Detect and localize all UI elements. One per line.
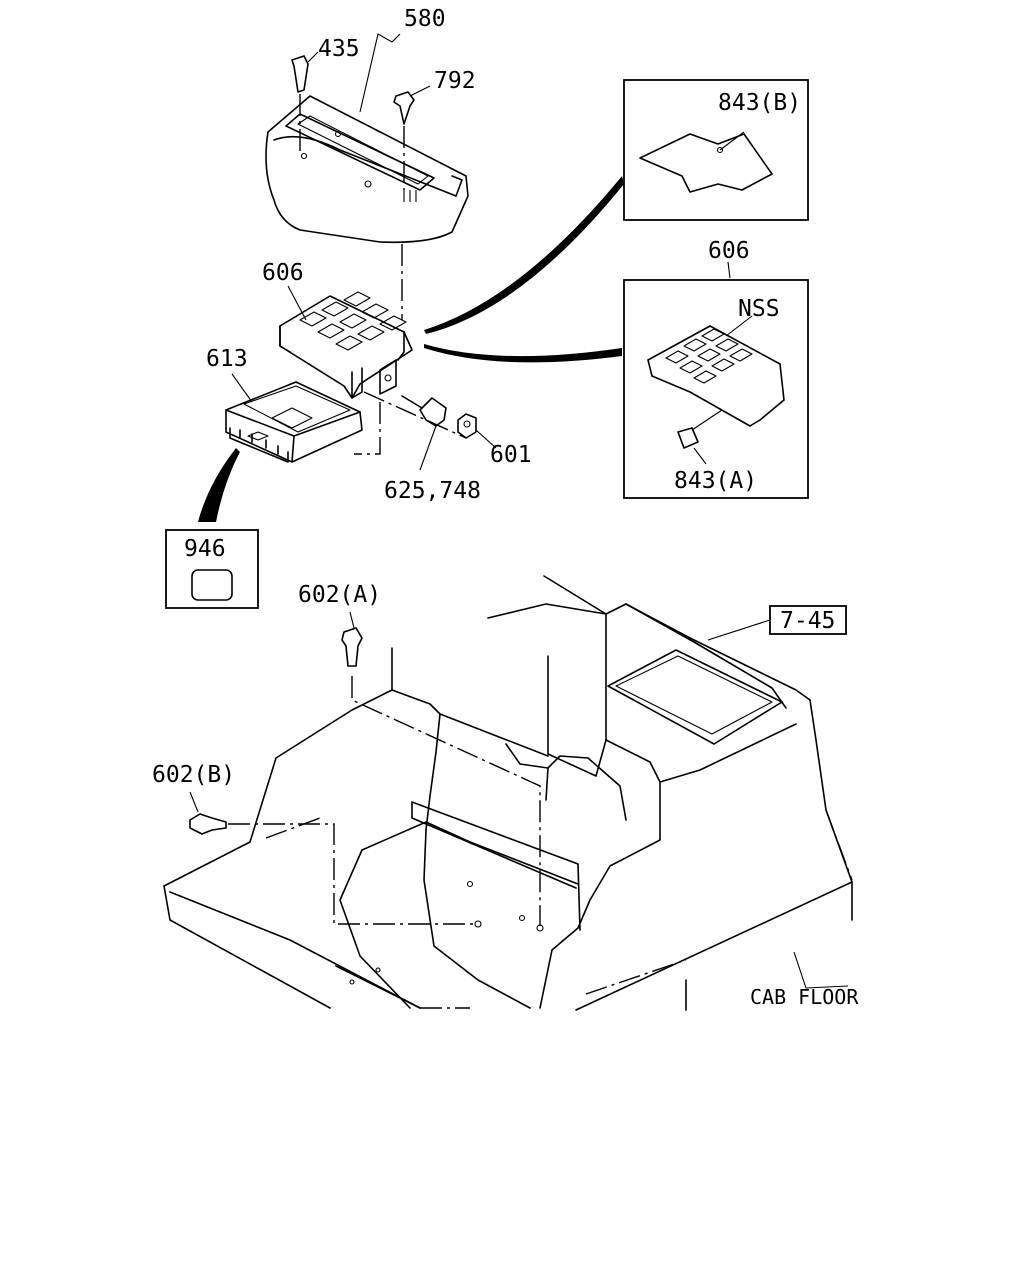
label-613: 613 [206,346,248,372]
label-580: 580 [404,6,446,32]
label-601: 601 [490,442,532,468]
clip-792 [393,91,415,190]
label-602b: 602(B) [152,762,235,788]
bracket-606 [279,291,413,399]
leader-435 [307,51,319,63]
label-946: 946 [184,536,226,562]
cover-580 [265,95,469,244]
leader-606 [287,285,307,321]
leader-580 [359,33,401,113]
leader-602b [189,791,199,813]
label-625-748: 625,748 [384,478,481,504]
label-nss: NSS [738,296,780,322]
leader-cab-floor [793,951,849,989]
bolt-602a [341,627,541,926]
leader-602a [349,611,355,629]
label-7-45: 7-45 [780,608,835,634]
cab-floor [163,575,853,1011]
callout-curve-606 [424,344,622,363]
label-435: 435 [318,36,360,62]
nut-601 [457,413,477,439]
ecu-613 [225,381,363,463]
callout-curve-946 [198,448,240,522]
label-843b: 843(B) [718,90,801,116]
bolt-602b [189,813,474,925]
label-cab-floor: CAB FLOOR [750,985,859,1009]
label-606-detail: 606 [708,238,750,264]
leader-601 [475,429,497,449]
detail-box-843b: 843(B) [623,79,809,221]
leader-625 [419,425,437,471]
detail-box-606: 606 NSS 843(A) [623,238,809,499]
leader-7-45 [707,619,771,641]
label-602a: 602(A) [298,582,381,608]
label-843a: 843(A) [674,468,757,494]
bolt-435 [291,55,309,156]
leader-613 [231,373,253,403]
bolt-625-748 [401,395,447,427]
leader-792 [409,85,431,97]
label-606: 606 [262,260,304,286]
detail-box-946: 946 [165,529,259,609]
reference-box-7-45: 7-45 [769,605,847,635]
label-792: 792 [434,68,476,94]
